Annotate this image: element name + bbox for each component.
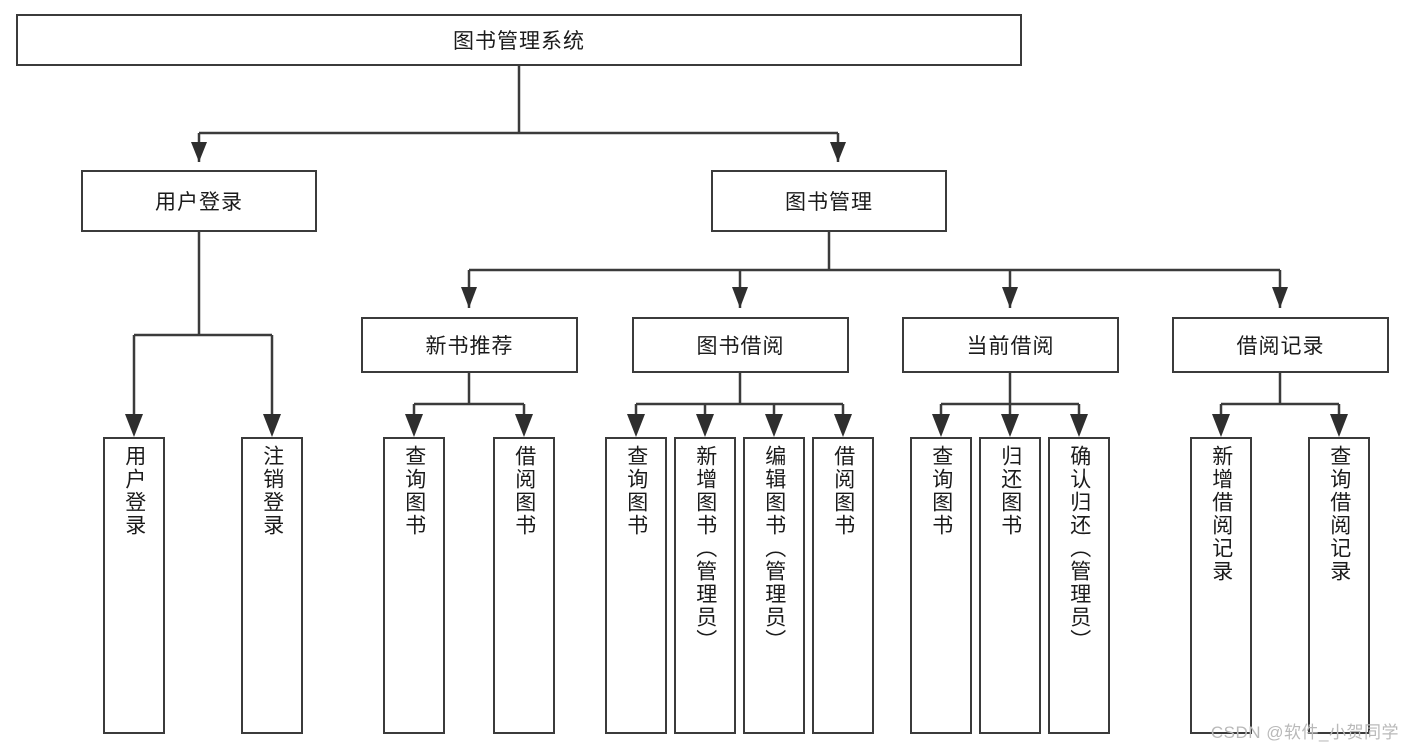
leaf-current-borrow-1[interactable]: 查询图书 — [910, 437, 972, 734]
leaf-book-borrow-3[interactable]: 编辑图书（管理员） — [743, 437, 805, 734]
node-borrow-record[interactable]: 借阅记录 — [1172, 317, 1389, 373]
leaf-label: 查询借阅记录 — [1327, 445, 1351, 583]
arrowhead-current-borrow — [1002, 287, 1018, 308]
leaf-label: 查询图书 — [624, 445, 648, 537]
arrowhead-cb-1 — [932, 414, 950, 437]
leaf-label: 新增借阅记录 — [1209, 445, 1233, 583]
arrowhead-ul-1 — [125, 414, 143, 437]
arrowhead-book-manage — [830, 142, 846, 162]
leaf-current-borrow-3[interactable]: 确认归还（管理员） — [1048, 437, 1110, 734]
node-user-login-label: 用户登录 — [155, 191, 243, 214]
arrowhead-cb-2 — [1001, 414, 1019, 437]
leaf-label: 编辑图书（管理员） — [762, 445, 786, 652]
node-new-book-recommend[interactable]: 新书推荐 — [361, 317, 578, 373]
leaf-label: 查询图书 — [402, 445, 426, 537]
leaf-user-login-2[interactable]: 注销登录 — [241, 437, 303, 734]
arrowhead-user-login — [191, 142, 207, 162]
leaf-current-borrow-2[interactable]: 归还图书 — [979, 437, 1041, 734]
node-new-book-recommend-label: 新书推荐 — [425, 335, 514, 358]
arrowhead-br-2 — [1330, 414, 1348, 437]
node-current-borrow-label: 当前借阅 — [966, 335, 1055, 358]
arrowhead-ul-2 — [263, 414, 281, 437]
arrowhead-cb-3 — [1070, 414, 1088, 437]
arrowhead-nb-2 — [515, 414, 533, 437]
arrowhead-new-book — [461, 287, 477, 308]
leaf-new-book-2[interactable]: 借阅图书 — [493, 437, 555, 734]
leaf-label: 查询图书 — [929, 445, 953, 537]
node-root[interactable]: 图书管理系统 — [16, 14, 1022, 66]
arrowhead-book-borrow — [732, 287, 748, 308]
node-book-borrow[interactable]: 图书借阅 — [632, 317, 849, 373]
arrowhead-bb-4 — [834, 414, 852, 437]
leaf-label: 借阅图书 — [831, 445, 855, 537]
leaf-label: 新增图书（管理员） — [693, 445, 717, 652]
arrowhead-br-1 — [1212, 414, 1230, 437]
leaf-book-borrow-1[interactable]: 查询图书 — [605, 437, 667, 734]
leaf-label: 用户登录 — [122, 445, 146, 537]
arrowhead-bb-1 — [627, 414, 645, 437]
arrowhead-bb-3 — [765, 414, 783, 437]
leaf-book-borrow-4[interactable]: 借阅图书 — [812, 437, 874, 734]
leaf-user-login-1[interactable]: 用户登录 — [103, 437, 165, 734]
node-borrow-record-label: 借阅记录 — [1236, 335, 1325, 358]
node-book-manage-label: 图书管理 — [785, 191, 873, 214]
node-book-borrow-label: 图书借阅 — [696, 335, 785, 358]
csdn-watermark: CSDN @软件_小贺同学 — [1210, 723, 1399, 742]
leaf-borrow-record-2[interactable]: 查询借阅记录 — [1308, 437, 1370, 734]
leaf-new-book-1[interactable]: 查询图书 — [383, 437, 445, 734]
node-root-label: 图书管理系统 — [453, 30, 585, 53]
leaf-label: 借阅图书 — [512, 445, 536, 537]
arrowhead-bb-2 — [696, 414, 714, 437]
arrowhead-borrow-record — [1272, 287, 1288, 308]
node-user-login[interactable]: 用户登录 — [81, 170, 317, 232]
leaf-label: 确认归还（管理员） — [1067, 445, 1091, 652]
arrowhead-nb-1 — [405, 414, 423, 437]
node-current-borrow[interactable]: 当前借阅 — [902, 317, 1119, 373]
leaf-label: 归还图书 — [998, 445, 1022, 537]
leaf-borrow-record-1[interactable]: 新增借阅记录 — [1190, 437, 1252, 734]
leaf-book-borrow-2[interactable]: 新增图书（管理员） — [674, 437, 736, 734]
node-book-manage[interactable]: 图书管理 — [711, 170, 947, 232]
leaf-label: 注销登录 — [260, 445, 284, 537]
